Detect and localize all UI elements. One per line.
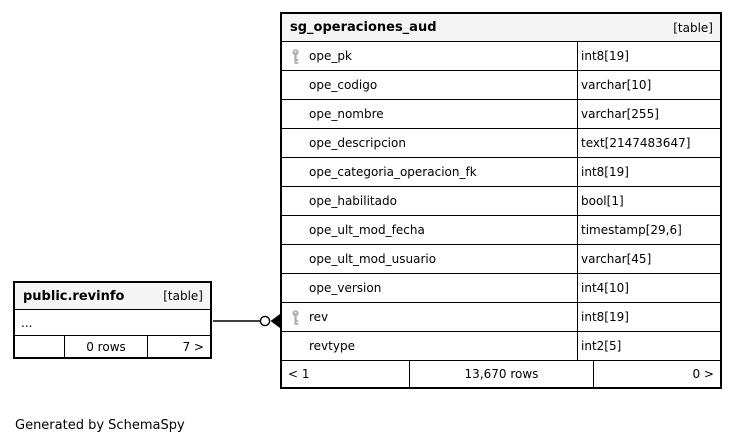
table-row: revtype int2[5] [282,332,720,361]
footer-next-pager: 0 > [593,361,720,387]
column-name-cell: revtype [282,332,577,360]
table-row: ope_ult_mod_usuario varchar[45] [282,245,720,274]
column-name-cell: ope_nombre [282,100,577,128]
column-name-cell: ope_categoria_operacion_fk [282,158,577,186]
table-type-badge: [table] [673,20,713,35]
column-name: ope_ult_mod_usuario [309,252,437,266]
column-name-cell: rev [282,303,577,331]
column-name: ope_habilitado [309,194,397,208]
column-type: varchar[10] [577,71,720,99]
table-header[interactable]: sg_operaciones_aud [table] [282,14,720,42]
column-name-cell: ope_version [282,274,577,302]
table-row: ope_pk int8[19] [282,42,720,71]
footer-next-pager: 7 > [147,336,210,357]
column-name: ope_pk [309,49,352,63]
column-name-cell: ope_habilitado [282,187,577,215]
column-type: bool[1] [577,187,720,215]
column-name-cell: ope_ult_mod_usuario [282,245,577,273]
column-type: int2[5] [577,332,720,360]
column-type: int8[19] [577,42,720,70]
fk-arrowhead-icon [270,314,280,328]
table-row: ope_nombre varchar[255] [282,100,720,129]
table-row: ope_categoria_operacion_fk int8[19] [282,158,720,187]
column-type: varchar[45] [577,245,720,273]
table-row: ope_codigo varchar[10] [282,71,720,100]
cardinality-circle-icon [259,315,271,327]
table-node-public-revinfo[interactable]: public.revinfo [table] ... 0 rows 7 > [13,281,212,359]
column-name: ope_categoria_operacion_fk [309,165,477,179]
column-type: varchar[255] [577,100,720,128]
table-header[interactable]: public.revinfo [table] [15,283,210,310]
column-type: int8[19] [577,158,720,186]
table-footer: < 1 13,670 rows 0 > [282,361,720,387]
column-type: int8[19] [577,303,720,331]
fk-relationship-connector [212,308,282,334]
column-name-cell: ope_ult_mod_fecha [282,216,577,244]
column-name-cell: ope_codigo [282,71,577,99]
table-row: ope_descripcion text[2147483647] [282,129,720,158]
primary-key-icon [291,309,309,326]
column-name-cell: ope_pk [282,42,577,70]
footer-row-count: 13,670 rows [409,361,593,387]
footer-prev-pager: < 1 [288,367,310,381]
table-row: ope_version int4[10] [282,274,720,303]
column-name: ope_descripcion [309,136,406,150]
column-name-cell: ope_descripcion [282,129,577,157]
table-type-badge: [table] [163,289,203,303]
table-row: ope_habilitado bool[1] [282,187,720,216]
column-name: ope_version [309,281,382,295]
table-title[interactable]: sg_operaciones_aud [290,20,437,35]
column-name: ope_nombre [309,107,384,121]
table-footer: 0 rows 7 > [15,336,210,357]
footer-prev-pager [15,336,64,357]
collapsed-columns-row: ... [15,310,210,336]
footer-row-count: 0 rows [64,336,147,357]
column-type: timestamp[29,6] [577,216,720,244]
table-row: ope_ult_mod_fecha timestamp[29,6] [282,216,720,245]
generated-by-note: Generated by SchemaSpy [15,418,185,433]
table-node-sg-operaciones-aud[interactable]: sg_operaciones_aud [table] ope_pk int8[1… [280,12,722,389]
column-name: ope_ult_mod_fecha [309,223,425,237]
column-name: rev [309,310,329,324]
column-type: text[2147483647] [577,129,720,157]
table-title[interactable]: public.revinfo [23,288,125,304]
column-type: int4[10] [577,274,720,302]
table-row: rev int8[19] [282,303,720,332]
column-name: revtype [309,339,355,353]
column-name: ope_codigo [309,78,378,92]
primary-key-icon [291,48,309,65]
